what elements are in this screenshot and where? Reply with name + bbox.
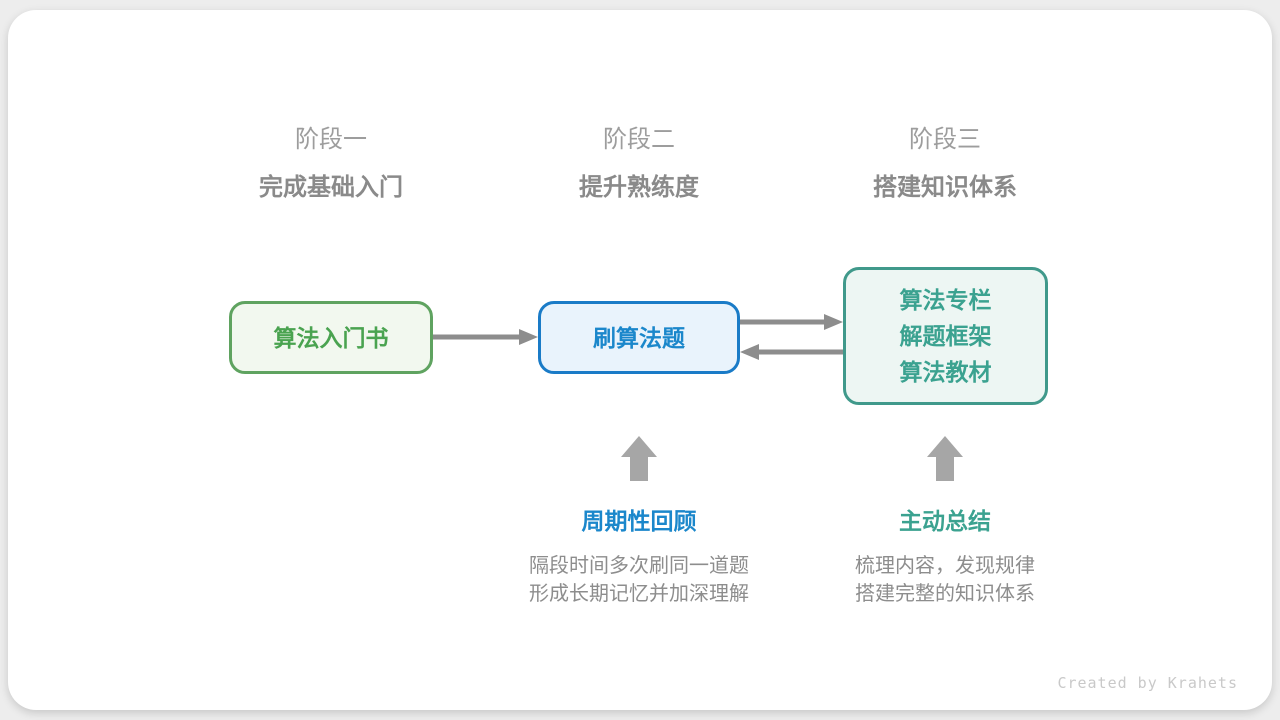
stage2-label: 阶段二 bbox=[603, 126, 675, 153]
credit-text: Created by Krahets bbox=[1057, 674, 1238, 692]
annotation-periodic-review-desc-line1: 隔段时间多次刷同一道题 bbox=[529, 555, 749, 577]
annotation-periodic-review-desc: 隔段时间多次刷同一道题 形成长期记忆并加深理解 bbox=[469, 552, 809, 608]
annotation-active-summary-desc: 梳理内容，发现规律 搭建完整的知识体系 bbox=[775, 552, 1115, 608]
arrow-right-icon bbox=[433, 329, 538, 345]
stage1-subtitle: 完成基础入门 bbox=[259, 174, 403, 201]
stage3-label: 阶段三 bbox=[909, 126, 981, 153]
node-intro-book-label: 算法入门书 bbox=[273, 324, 389, 351]
annotation-active-summary-desc-line1: 梳理内容，发现规律 bbox=[855, 555, 1035, 577]
node-knowledge-resources: 算法专栏 解题框架 算法教材 bbox=[843, 267, 1048, 405]
annotation-active-summary-desc-line2: 搭建完整的知识体系 bbox=[855, 583, 1035, 605]
annotation-active-summary-title: 主动总结 bbox=[899, 508, 991, 534]
arrow-left-icon bbox=[740, 344, 843, 360]
node-practice-problems: 刷算法题 bbox=[538, 301, 740, 374]
stage2-subtitle: 提升熟练度 bbox=[579, 174, 699, 201]
node-intro-book: 算法入门书 bbox=[229, 301, 433, 374]
arrow-up-icon bbox=[927, 436, 963, 481]
stage3-subtitle: 搭建知识体系 bbox=[873, 174, 1017, 201]
stage3-header: 阶段三 搭建知识体系 bbox=[795, 126, 1095, 202]
annotation-periodic-review-desc-line2: 形成长期记忆并加深理解 bbox=[529, 583, 749, 605]
stage1-header: 阶段一 完成基础入门 bbox=[181, 126, 481, 202]
node-resource-textbook-label: 算法教材 bbox=[899, 359, 992, 385]
node-resource-column-label: 算法专栏 bbox=[899, 287, 992, 313]
node-resource-framework-label: 解题框架 bbox=[899, 323, 992, 349]
arrow-right-icon bbox=[740, 314, 843, 330]
annotation-periodic-review-title: 周期性回顾 bbox=[581, 508, 697, 534]
stage1-label: 阶段一 bbox=[295, 126, 367, 153]
stage2-header: 阶段二 提升熟练度 bbox=[489, 126, 789, 202]
arrow-up-icon bbox=[621, 436, 657, 481]
node-practice-problems-label: 刷算法题 bbox=[593, 324, 685, 351]
